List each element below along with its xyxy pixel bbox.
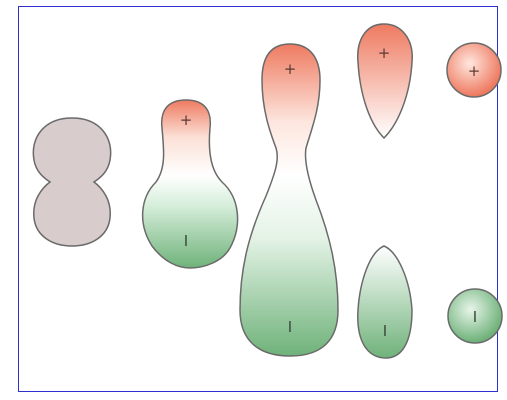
stage-4-plus-symbol: + — [378, 44, 391, 62]
stage-3-plus-symbol: + — [284, 60, 297, 78]
stage-1-shape — [33, 118, 110, 246]
stage-5-plus-symbol: + — [468, 62, 481, 80]
stage-3-minus-symbol: I — [288, 318, 292, 336]
stage-5-minus-symbol: I — [473, 308, 477, 326]
stage-4-top-fragment — [358, 24, 412, 138]
stage-3-shape — [240, 44, 338, 356]
stage-4-bottom-fragment — [358, 246, 412, 358]
stage-2-minus-symbol: I — [184, 232, 188, 250]
stage-2-plus-symbol: + — [180, 111, 193, 129]
stage-4-minus-symbol: I — [383, 322, 387, 340]
